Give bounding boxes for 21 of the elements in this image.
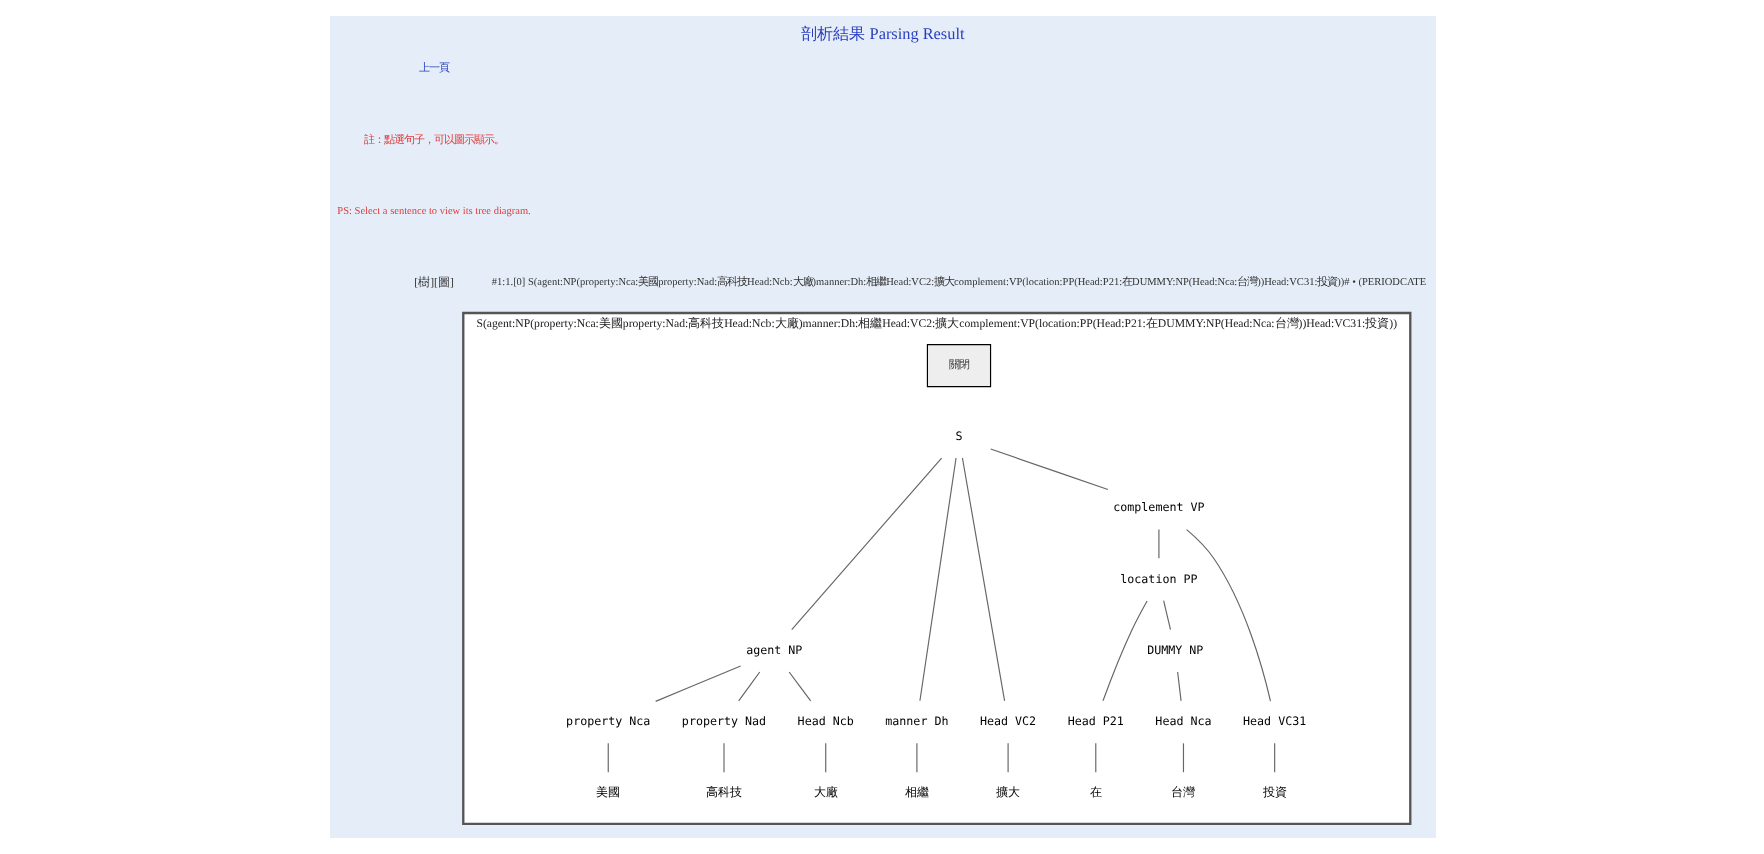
- connector: [1157, 528, 1159, 559]
- connector: [1181, 742, 1184, 773]
- connector: [722, 742, 724, 773]
- connector: [915, 742, 917, 773]
- connector: [606, 742, 608, 773]
- connector: [1273, 742, 1275, 773]
- connector: [787, 671, 811, 702]
- connector: [1176, 671, 1181, 702]
- connector: [960, 457, 1005, 702]
- connector: [1101, 600, 1147, 702]
- connector: [790, 457, 942, 631]
- connector: [824, 742, 826, 773]
- connector: [737, 671, 760, 702]
- connector: [1185, 529, 1271, 702]
- connector: [1094, 742, 1096, 773]
- connector: [1006, 742, 1008, 773]
- connector: [918, 457, 956, 702]
- connector: [1162, 600, 1171, 631]
- connector: [654, 665, 741, 702]
- diagram-title: 剖析結果 Parsing Result: [800, 24, 964, 43]
- connector: [989, 448, 1108, 491]
